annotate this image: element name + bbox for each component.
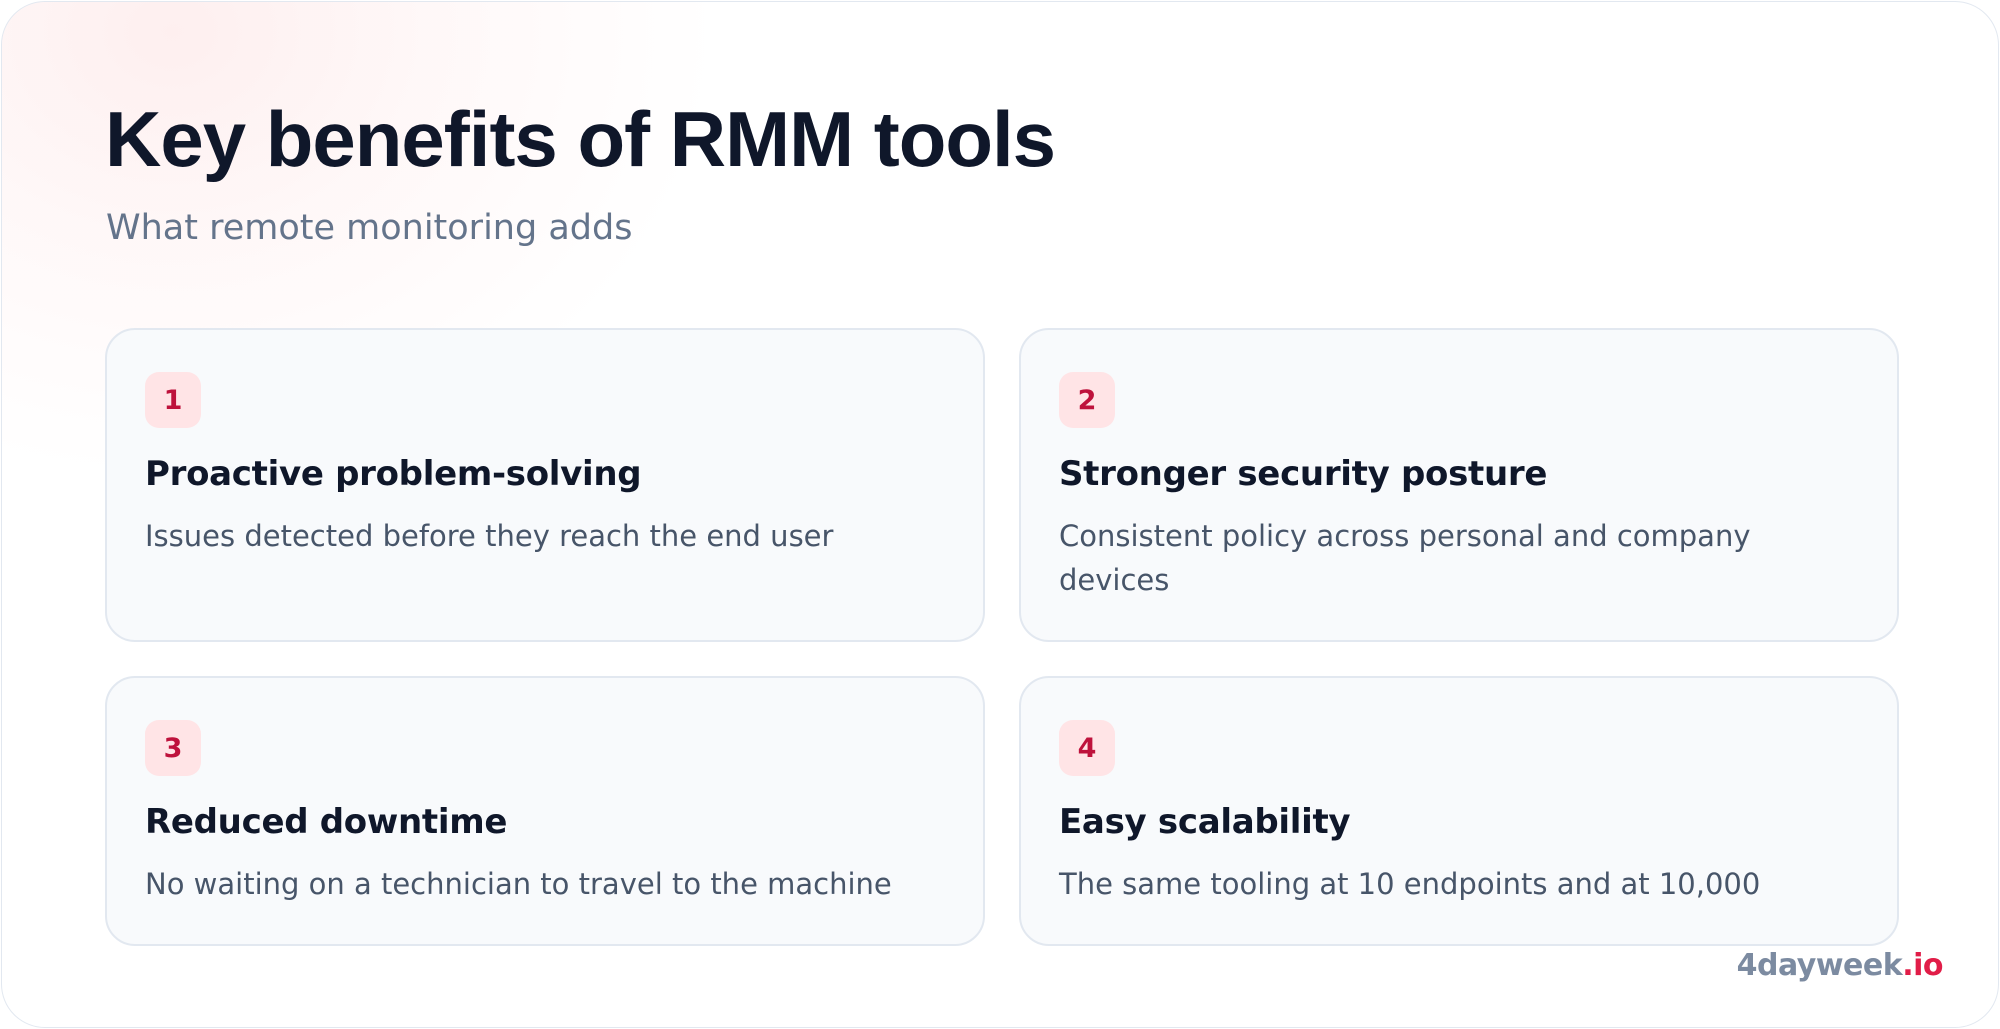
card-description: Consistent policy across personal and co… [1059,519,1751,597]
benefit-card: 3 Reduced downtime No waiting on a techn… [105,676,985,946]
number-badge: 2 [1059,372,1115,428]
card-title: Reduced downtime [145,802,508,842]
card-description: Issues detected before they reach the en… [145,519,834,553]
benefit-card: 2 Stronger security posture Consistent p… [1019,328,1899,642]
number-badge: 1 [145,372,201,428]
page-subtitle: What remote monitoring adds [106,208,633,248]
brand-domain: .io [1902,948,1943,983]
card-description: No waiting on a technician to travel to … [145,867,892,901]
card-title: Easy scalability [1059,802,1351,842]
page-title: Key benefits of RMM tools [105,95,1056,183]
benefit-card: 4 Easy scalability The same tooling at 1… [1019,676,1899,946]
card-title: Proactive problem-solving [145,454,642,494]
brand-logo: 4dayweek.io [1736,946,1944,986]
brand-name: 4dayweek [1736,948,1903,983]
number-badge: 3 [145,720,201,776]
card-description: The same tooling at 10 endpoints and at … [1059,867,1761,901]
benefit-card: 1 Proactive problem-solving Issues detec… [105,328,985,642]
card-title: Stronger security posture [1059,454,1548,494]
number-badge: 4 [1059,720,1115,776]
